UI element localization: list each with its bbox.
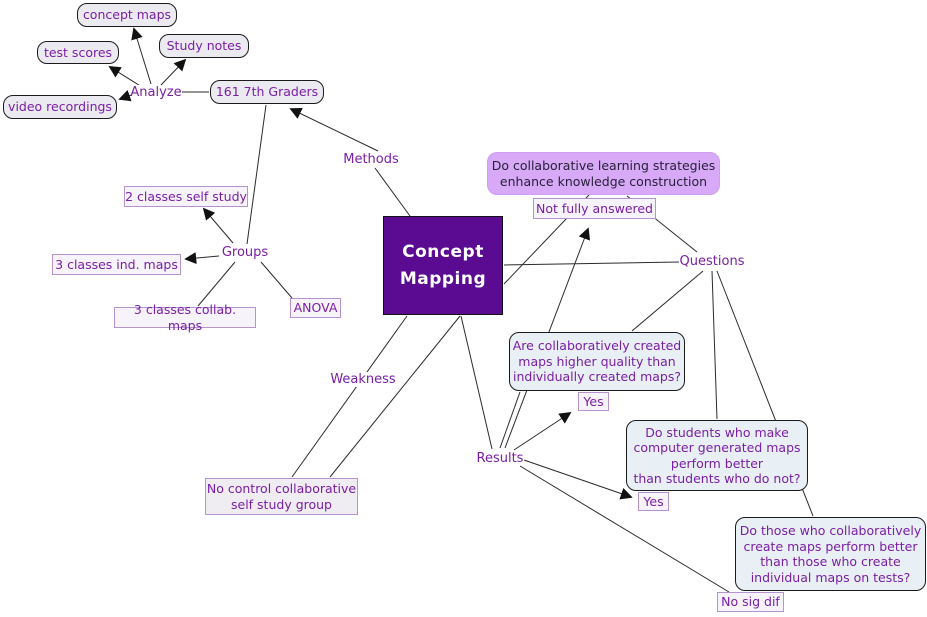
node-test-scores[interactable]: test scores [37, 41, 119, 64]
link-analyze-test_scores [108, 66, 143, 88]
node-no-control-group[interactable]: No control collaborative self study grou… [205, 478, 358, 515]
node-161-7th-graders[interactable]: 161 7th Graders [210, 80, 324, 104]
link-methods-graders [289, 108, 379, 152]
node-concept-mapping[interactable]: Concept Mapping [383, 216, 503, 315]
link-concept_mapping-questions [503, 261, 680, 266]
link-groups-anova [260, 261, 293, 299]
link-results-are_collab_q [499, 391, 521, 449]
link-graders-groups [246, 104, 267, 245]
link-results-yes1 [513, 412, 572, 451]
link-label-questions[interactable]: Questions [679, 253, 745, 269]
link-concept_mapping-no_control [291, 315, 408, 478]
node-question-map-quality[interactable]: Are collaboratively created maps higher … [509, 332, 685, 391]
link-concept_mapping-no_control [329, 315, 461, 478]
link-groups-self_study [202, 207, 234, 244]
node-study-notes[interactable]: Study notes [159, 34, 249, 58]
node-concept-maps[interactable]: concept maps [77, 3, 177, 27]
link-concept_mapping-results [460, 315, 493, 450]
node-video-recordings[interactable]: video recordings [3, 95, 117, 119]
link-analyze-concept_maps [131, 27, 152, 85]
node-research-question[interactable]: Do collaborative learning strategies enh… [487, 152, 720, 195]
link-label-weakness[interactable]: Weakness [330, 372, 396, 387]
link-groups-collab_maps [197, 261, 236, 307]
node-answer-no-sig-dif[interactable]: No sig dif [717, 592, 784, 612]
link-groups-ind_maps [184, 252, 220, 265]
link-analyze-study_notes [160, 58, 187, 86]
node-3-classes-ind-maps[interactable]: 3 classes ind. maps [52, 254, 181, 275]
node-question-computer-maps[interactable]: Do students who make computer generated … [626, 420, 808, 491]
link-label-results[interactable]: Results [476, 450, 524, 466]
node-3-classes-collab-maps[interactable]: 3 classes collab. maps [114, 302, 256, 333]
link-questions-do_students_q [711, 270, 718, 420]
link-label-analyze[interactable]: Analyze [130, 85, 182, 100]
node-answer-yes-1[interactable]: Yes [578, 392, 609, 411]
link-label-methods[interactable]: Methods [343, 152, 399, 167]
node-anova[interactable]: ANOVA [290, 298, 341, 318]
link-label-groups[interactable]: Groups [220, 245, 270, 260]
node-2-classes-self-study[interactable]: 2 classes self study [124, 186, 248, 207]
link-results-no_sig_dif [519, 465, 730, 593]
node-question-collab-tests[interactable]: Do those who collaboratively create maps… [735, 517, 926, 591]
link-questions-are_collab_q [631, 270, 704, 332]
node-answer-yes-2[interactable]: Yes [638, 492, 669, 511]
link-results-yes2 [523, 459, 633, 500]
node-not-fully-answered[interactable]: Not fully answered [533, 198, 656, 219]
link-concept_mapping-methods [374, 167, 411, 217]
